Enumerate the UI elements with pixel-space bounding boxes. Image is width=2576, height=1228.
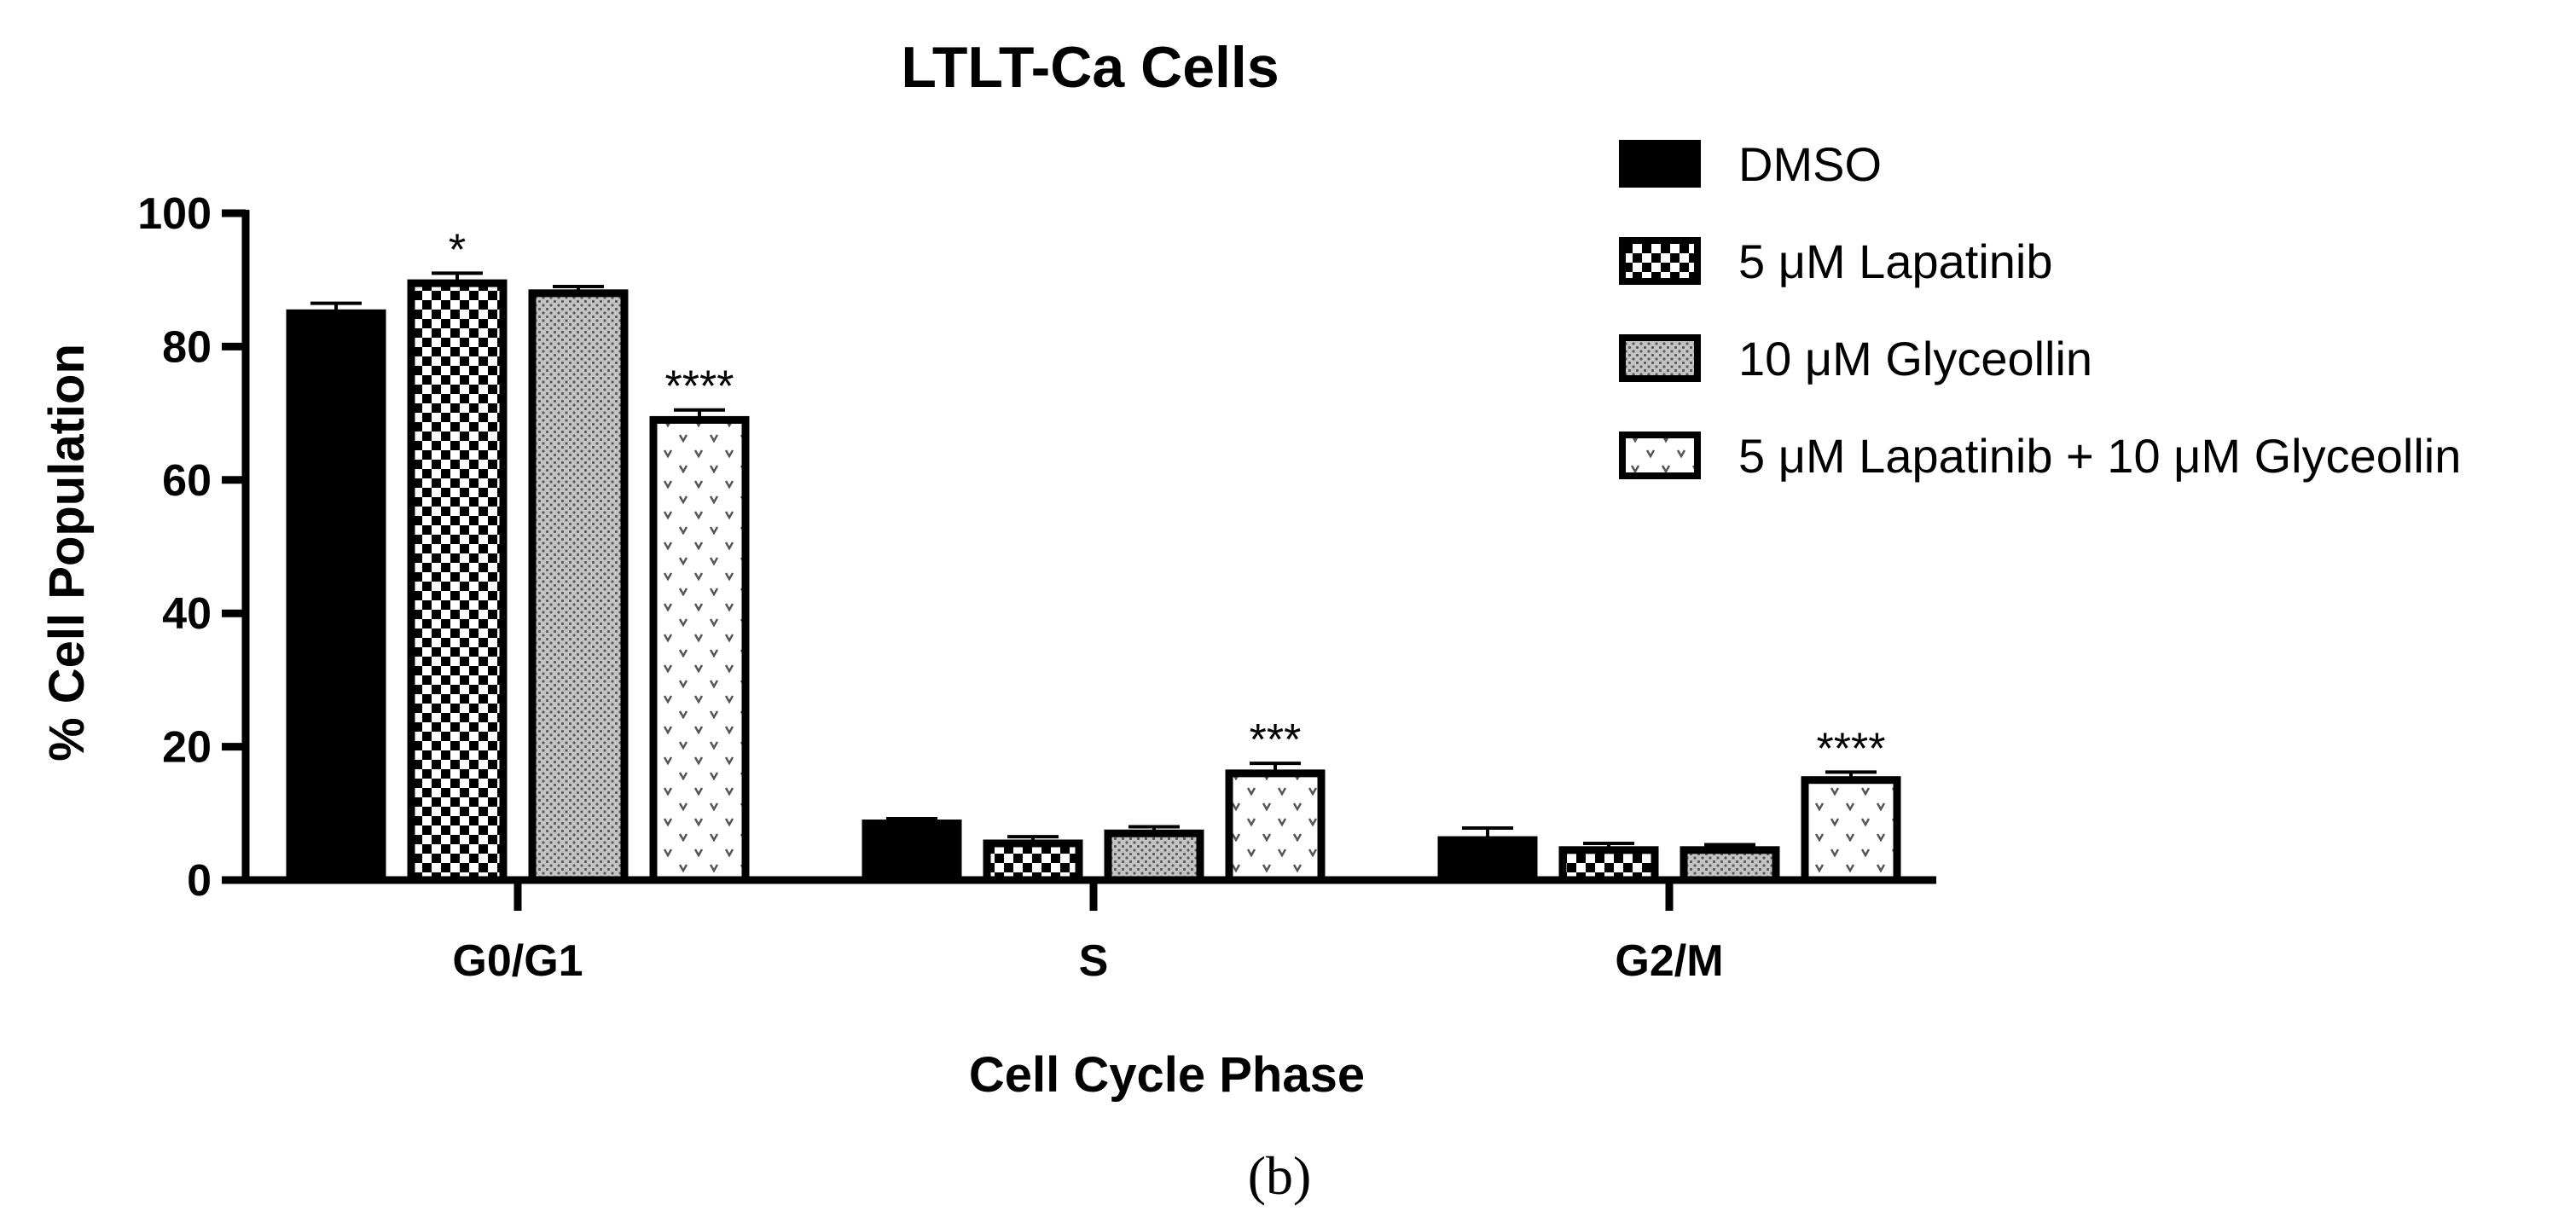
x-tick-label: S bbox=[1079, 936, 1109, 986]
legend-label: 5 μM Lapatinib + 10 μM Glyceollin bbox=[1738, 429, 2461, 483]
legend-label: 5 μM Lapatinib bbox=[1738, 235, 2052, 288]
legend: DMSO 5 μM Lapatinib 10 μM Glyceollin 5 μM L… bbox=[1619, 137, 2461, 483]
significance-label: **** bbox=[665, 362, 734, 412]
bar bbox=[1558, 846, 1659, 884]
x-axis-title: Cell Cycle Phase bbox=[969, 1047, 1365, 1103]
y-tick-label: 20 bbox=[162, 723, 212, 773]
y-axis: 0 20 40 60 80 100 bbox=[137, 189, 250, 906]
legend-label: 10 μM Glyceollin bbox=[1738, 332, 2092, 385]
legend-label: DMSO bbox=[1738, 137, 1882, 191]
bar bbox=[1225, 769, 1326, 884]
y-tick-label: 60 bbox=[162, 456, 212, 506]
bar bbox=[286, 309, 386, 884]
chart-title: LTLT-Ca Cells bbox=[901, 35, 1279, 100]
y-tick-label: 40 bbox=[162, 589, 212, 639]
bar bbox=[1801, 776, 1901, 884]
bar bbox=[1680, 846, 1780, 884]
x-tick-label: G2/M bbox=[1615, 936, 1723, 986]
legend-swatch bbox=[1619, 334, 1701, 382]
bar bbox=[649, 415, 750, 884]
bar bbox=[528, 289, 629, 884]
panel-label: (b) bbox=[1248, 1145, 1312, 1206]
y-tick-label: 100 bbox=[137, 189, 212, 239]
legend-swatch bbox=[1619, 237, 1701, 285]
x-tick-label: G0/G1 bbox=[452, 936, 583, 986]
significance-label: **** bbox=[1817, 724, 1886, 773]
bars-group: ************ bbox=[286, 225, 1901, 884]
bar bbox=[1437, 836, 1538, 884]
legend-swatch bbox=[1619, 140, 1701, 188]
x-axis: G0/G1 S G2/M bbox=[242, 876, 1936, 986]
significance-label: * bbox=[449, 225, 466, 275]
y-tick-label: 0 bbox=[187, 856, 212, 906]
bar bbox=[983, 839, 1083, 884]
significance-label: *** bbox=[1250, 715, 1302, 765]
bar bbox=[407, 279, 508, 884]
bar bbox=[1104, 829, 1204, 884]
y-axis-title: % Cell Population bbox=[39, 344, 95, 762]
legend-swatch bbox=[1619, 432, 1701, 479]
bar bbox=[862, 820, 962, 884]
y-tick-label: 80 bbox=[162, 322, 212, 372]
